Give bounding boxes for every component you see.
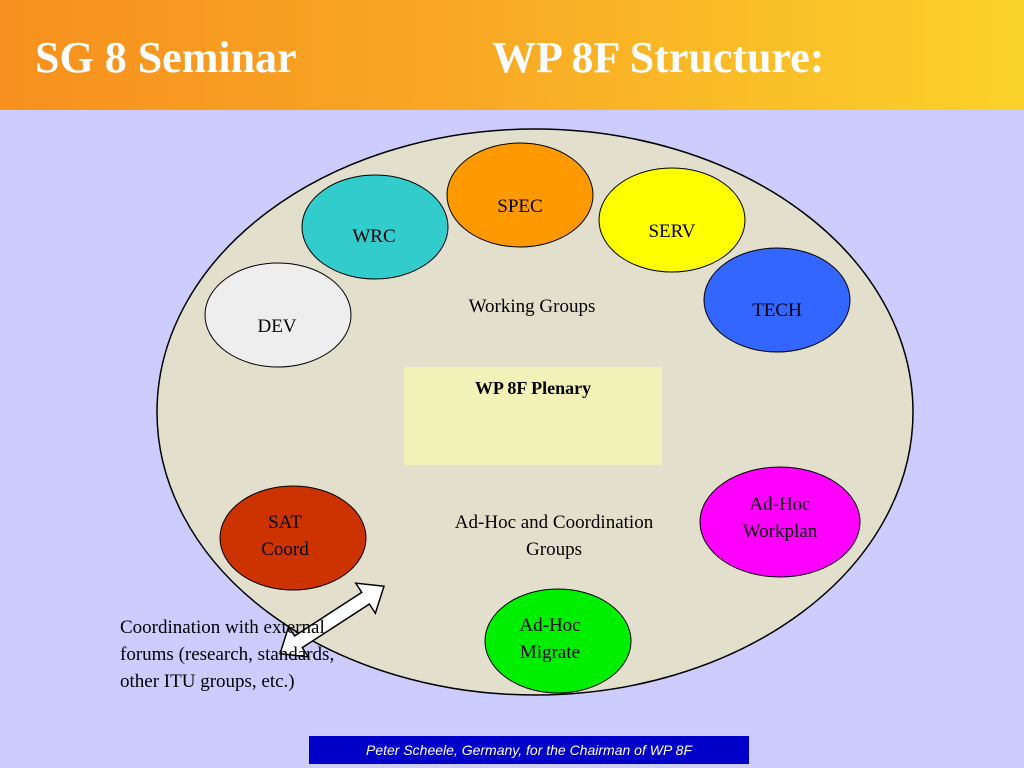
footer-credit: Peter Scheele, Germany, for the Chairman… (309, 736, 749, 764)
node-adhoc-workplan-label-line1: Ad-Hoc (749, 494, 810, 515)
adhoc-groups-label-line1: Ad-Hoc and Coordination (455, 512, 654, 533)
node-adhoc-workplan: Ad-Hoc Workplan (699, 466, 861, 578)
node-dev: DEV (204, 262, 352, 368)
node-wrc: WRC (301, 174, 449, 280)
node-serv-label: SERV (648, 221, 695, 242)
slide-title-right: WP 8F Structure: (492, 33, 825, 82)
working-groups-label: Working Groups (469, 296, 596, 317)
node-sat-coord-label-line1: SAT (268, 512, 302, 533)
slide-title-left: SG 8 Seminar (35, 33, 297, 82)
node-dev-label: DEV (257, 316, 296, 337)
node-sat-coord: SAT Coord (219, 485, 367, 591)
node-adhoc-migrate-label-line1: Ad-Hoc (519, 615, 580, 636)
node-wrc-label: WRC (352, 226, 395, 247)
node-spec-label: SPEC (497, 196, 542, 217)
coordination-note: Coordination with external forums (resea… (120, 617, 335, 692)
node-sat-coord-label-line2: Coord (261, 539, 309, 560)
plenary-label: WP 8F Plenary (475, 378, 591, 398)
node-tech: TECH (703, 247, 851, 353)
node-adhoc-migrate-label-line2: Migrate (520, 642, 580, 663)
node-adhoc-migrate: Ad-Hoc Migrate (484, 588, 632, 694)
node-spec: SPEC (446, 142, 594, 248)
title-bar: SG 8 Seminar WP 8F Structure: (0, 0, 1024, 110)
coordination-arrow (279, 582, 385, 658)
node-tech-label: TECH (752, 300, 802, 321)
plenary-box (404, 367, 662, 465)
node-adhoc-workplan-label-line2: Workplan (743, 521, 818, 542)
node-serv: SERV (598, 167, 746, 273)
adhoc-groups-label-line2: Groups (526, 539, 582, 560)
